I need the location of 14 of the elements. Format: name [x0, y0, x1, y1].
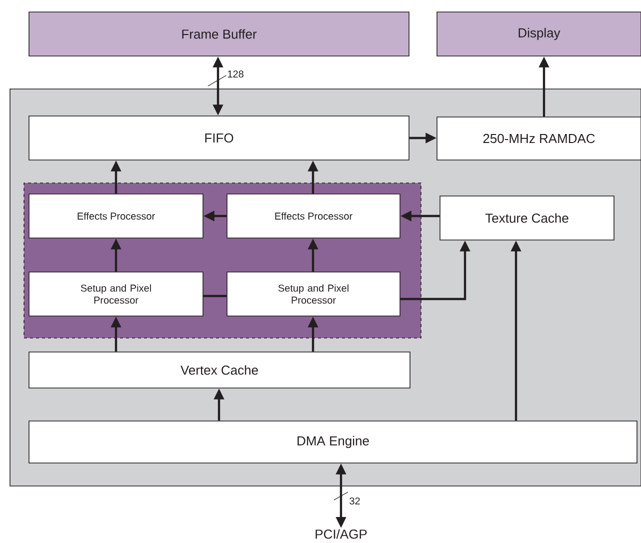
memory-box: Frame Buffer [28, 12, 410, 56]
process-box: 250-MHz RAMDAC [436, 116, 641, 160]
process-box: Effects Processor [226, 194, 400, 238]
process-box: Effects Processor [28, 194, 204, 238]
display-box: Display [436, 12, 641, 56]
process-box: Setup and Pixel Processor [226, 272, 400, 316]
process-box: DMA Engine [28, 420, 638, 464]
edge-label: 128 [228, 70, 244, 78]
process-box: Setup and Pixel Processor [28, 272, 204, 316]
cache-box: Vertex Cache [28, 352, 410, 388]
edge-label: 32 [350, 497, 360, 505]
process-box: FIFO [28, 116, 410, 160]
cache-box: Texture Cache [440, 196, 614, 240]
bus-label: PCI/AGP [316, 529, 367, 539]
